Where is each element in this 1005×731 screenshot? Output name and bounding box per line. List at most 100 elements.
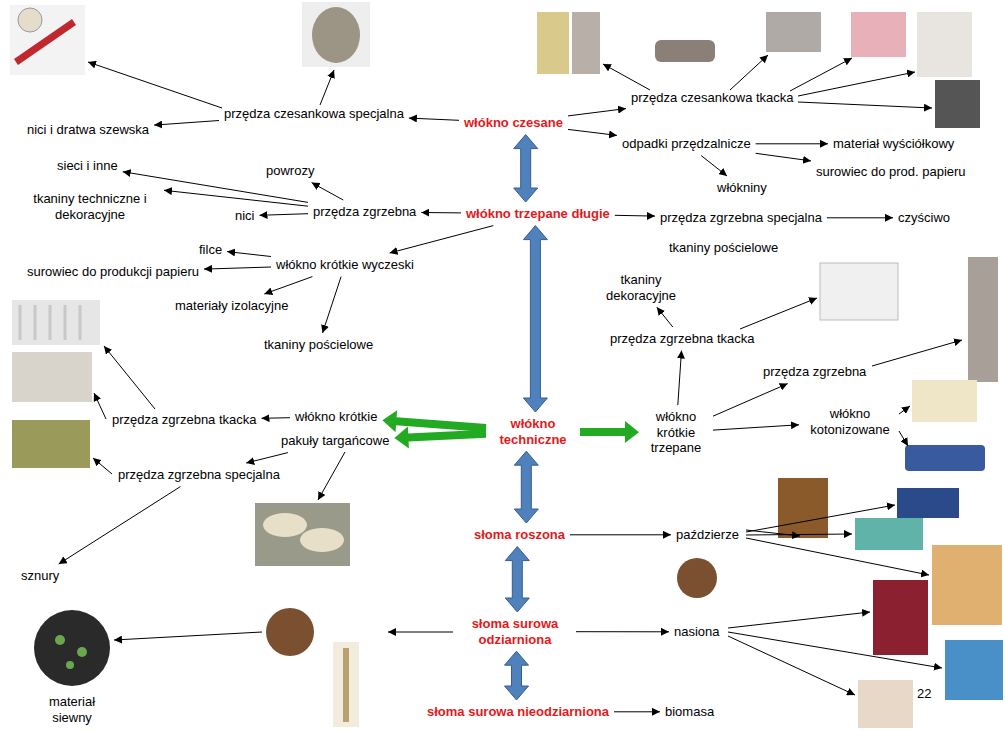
connector: [246, 453, 288, 463]
node-text: sieci i inne: [57, 158, 118, 174]
node-text: przędza czesankowa tkacka: [631, 90, 794, 106]
sheets-photo: [820, 263, 898, 320]
connector: [756, 153, 811, 161]
dress-photo: [917, 12, 972, 77]
node-text: przędza zgrzebna specjalna: [118, 467, 280, 483]
connector: [312, 183, 344, 200]
connector: [59, 487, 181, 564]
node-text: słoma surowa nieodziarniona: [427, 704, 609, 720]
connector: [323, 277, 342, 333]
stage-node: słoma surowa nieodziarniona: [425, 703, 611, 721]
leader-arrow: [388, 632, 453, 633]
node-text: słoma surowa odziarniona: [459, 616, 571, 647]
leader-arrow: [798, 102, 932, 108]
seedling-photo: [34, 610, 110, 686]
dress-photo: [572, 12, 600, 74]
node-text: czyściwo: [898, 210, 950, 226]
sliver-photo: [655, 40, 715, 62]
leader-arrow: [790, 58, 852, 91]
leader-arrow: [88, 62, 222, 108]
seeds-photo: [266, 608, 314, 656]
text-label: materiał siewny: [34, 693, 110, 726]
leader-arrow: [872, 340, 962, 366]
node-text: surowiec do produkcji papieru: [27, 264, 199, 280]
product-node: tkaniny pościelowe: [262, 336, 375, 354]
product-node: włókno kotonizowane: [802, 405, 898, 438]
product-node: przędza zgrzebna tkacka: [110, 411, 259, 429]
connector: [390, 226, 494, 253]
product-node: pakuły targańcowe: [279, 432, 391, 450]
product-node: przędza zgrzebna specjalna: [116, 466, 282, 484]
product-node: powrozy: [264, 162, 316, 180]
product-node: przędza zgrzebna: [761, 363, 868, 381]
connector: [713, 425, 799, 430]
product-node: surowiec do prod. papieru: [814, 163, 968, 181]
node-text: nici i dratwa szewska: [27, 122, 149, 138]
fabric-photo: [851, 12, 906, 57]
connector: [570, 534, 671, 535]
node-text: włókno czesane: [464, 115, 563, 131]
fabric-photo: [935, 80, 980, 128]
node-text: tkaniny techniczne i dekoracyjne: [21, 191, 159, 222]
product-node: włókno krótkie: [293, 408, 379, 426]
bandage-photo: [905, 445, 985, 471]
node-text: powrozy: [266, 163, 314, 179]
product-node: włókniny: [715, 179, 769, 197]
node-text: włókno trzepane długie: [466, 206, 610, 222]
double-arrow: [505, 651, 529, 700]
product-node: włókno krótkie trzepane: [642, 408, 710, 457]
connector: [614, 711, 660, 712]
insulation-photo: [855, 518, 923, 550]
node-text: przędza zgrzebna: [763, 364, 866, 380]
node-text: materiał wyściółkowy: [833, 136, 954, 152]
node-text: pakuły targańcowe: [281, 433, 389, 449]
node-text: włókno techniczne: [491, 416, 575, 447]
hose-photo: [10, 5, 85, 75]
product-node: materiał wyściółkowy: [831, 135, 956, 153]
node-text: sznury: [21, 568, 59, 584]
rope-photo: [968, 257, 998, 382]
product-node: czyściwo: [896, 209, 952, 227]
flow-arrow: [382, 410, 486, 432]
node-text: przędza zgrzebna: [313, 204, 416, 220]
leader-arrow: [746, 534, 852, 535]
connector: [827, 217, 893, 218]
leader-arrow: [899, 431, 908, 446]
product-node: odpadki przędzalnicze: [620, 135, 753, 153]
connector: [615, 215, 655, 217]
product-node: sznury: [19, 567, 61, 585]
leader-arrow: [320, 70, 334, 105]
node-text: tkaniny dekoracyjne: [598, 272, 684, 303]
pillow-photo: [12, 352, 92, 402]
product-node: biomasa: [663, 703, 716, 721]
stage-node: słoma surowa odziarniona: [457, 615, 573, 648]
leader-arrow: [114, 632, 262, 640]
seeds-photo: [677, 558, 717, 598]
connector: [678, 351, 682, 405]
node-text: materiały izolacyjne: [175, 298, 288, 314]
product-node: przędza czesankowa specjalna: [222, 105, 406, 123]
connector: [713, 384, 788, 417]
leader-arrow: [728, 632, 942, 668]
connector: [421, 212, 461, 213]
leader-arrow: [798, 72, 915, 96]
curtain-photo: [12, 300, 100, 345]
node-text: słoma roszona: [474, 527, 565, 543]
leader-arrow: [318, 452, 345, 500]
stage-node: włókno trzepane długie: [464, 205, 612, 223]
product-node: sieci i inne: [55, 157, 120, 175]
stage-node: słoma roszona: [472, 526, 567, 544]
node-text: włókno kotonizowane: [804, 406, 896, 437]
node-text: tkaniny pościelowe: [264, 337, 373, 353]
leader-arrow: [603, 64, 650, 90]
stage-node: włókno czesane: [462, 114, 565, 132]
connector: [701, 156, 727, 176]
product-node: materiały izolacyjne: [173, 297, 290, 315]
connector: [756, 143, 828, 144]
leader-arrow: [746, 538, 929, 575]
product-node: filce: [197, 241, 224, 259]
product-node: przędza zgrzebna tkacka: [608, 330, 757, 348]
connector: [204, 267, 271, 269]
rolls-photo: [255, 503, 350, 566]
